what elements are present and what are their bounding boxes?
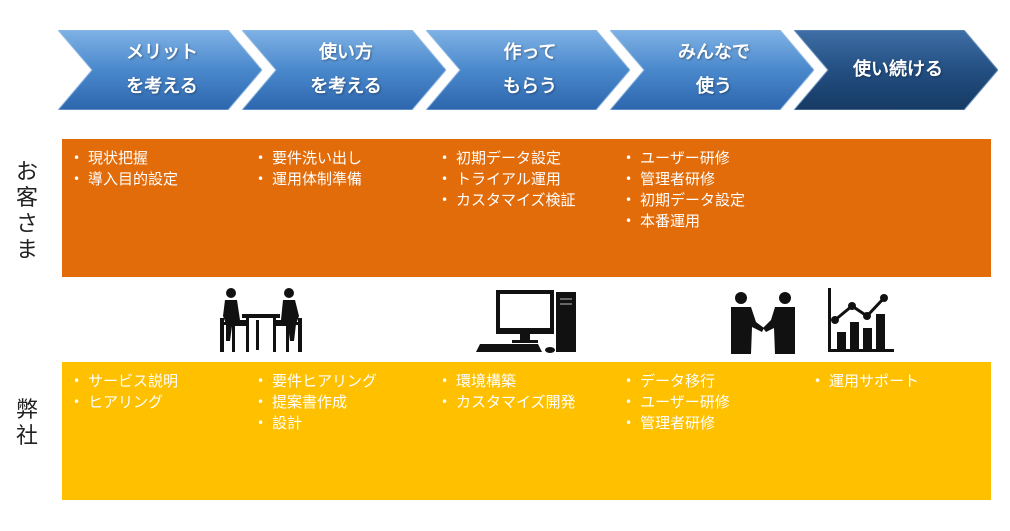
company-column-5: 運用サポート (809, 371, 989, 392)
list-item: ユーザー研修 (620, 392, 800, 413)
list-item: 設計 (252, 413, 432, 434)
step-label: 使い続ける (828, 30, 968, 110)
step-label-line1: 使い続ける (853, 59, 943, 80)
company-column-1: サービス説明 ヒアリング (68, 371, 248, 413)
customer-column-1: 現状把握 導入目的設定 (68, 148, 248, 190)
list-item: 運用サポート (809, 371, 989, 392)
list-item: 導入目的設定 (68, 169, 248, 190)
list-item: サービス説明 (68, 371, 248, 392)
list-item: トライアル運用 (436, 169, 616, 190)
meeting-icon (220, 288, 302, 352)
chevron-shape (794, 30, 998, 110)
list-item: 現状把握 (68, 148, 248, 169)
list-item: カスタマイズ開発 (436, 392, 616, 413)
customer-label-char: さ (15, 212, 38, 237)
customer-column-4: ユーザー研修 管理者研修 初期データ設定 本番運用 (620, 148, 800, 232)
growth-chart-icon (828, 288, 894, 352)
customer-label-char: お (15, 160, 38, 185)
list-item: データ移行 (620, 371, 800, 392)
step-label-line2: 使う (696, 76, 732, 97)
chevron-shape (242, 30, 446, 110)
company-label-char: 弊 (15, 398, 38, 423)
list-item: ユーザー研修 (620, 148, 800, 169)
customer-label: お 客 さ ま (10, 160, 44, 264)
list-item: カスタマイズ検証 (436, 190, 616, 211)
step-chevron-3: 作って もらう (426, 30, 630, 110)
company-column-4: データ移行 ユーザー研修 管理者研修 (620, 371, 800, 434)
list-item: 環境構築 (436, 371, 616, 392)
step-chevron-4: みんなで 使う (610, 30, 814, 110)
list-item: 要件ヒアリング (252, 371, 432, 392)
customer-band: 現状把握 導入目的設定 要件洗い出し 運用体制準備 初期データ設定 トライアル運… (62, 139, 991, 277)
list-item: 初期データ設定 (436, 148, 616, 169)
chevron-shape (58, 30, 262, 110)
step-chevron-5: 使い続ける (794, 30, 998, 110)
step-label-line1: 使い方 (319, 42, 373, 63)
step-label-line2: もらう (503, 76, 557, 97)
step-label-line2: を考える (126, 76, 198, 97)
customer-column-3: 初期データ設定 トライアル運用 カスタマイズ検証 (436, 148, 616, 211)
list-item: 要件洗い出し (252, 148, 432, 169)
step-chevron-1: メリット を考える (58, 30, 262, 110)
step-label: メリット を考える (92, 30, 232, 110)
step-chevron-2: 使い方 を考える (242, 30, 446, 110)
list-item: 管理者研修 (620, 413, 800, 434)
company-column-2: 要件ヒアリング 提案書作成 設計 (252, 371, 432, 434)
step-label-line1: 作って (503, 42, 557, 63)
company-column-3: 環境構築 カスタマイズ開発 (436, 371, 616, 413)
step-label-line1: メリット (126, 42, 198, 63)
chevron-shape (610, 30, 814, 110)
step-label: 使い方 を考える (276, 30, 416, 110)
list-item: 提案書作成 (252, 392, 432, 413)
handshake-icon (731, 292, 795, 354)
customer-label-char: ま (15, 238, 38, 263)
step-label: みんなで 使う (644, 30, 784, 110)
list-item: 運用体制準備 (252, 169, 432, 190)
list-item: 初期データ設定 (620, 190, 800, 211)
step-label: 作って もらう (460, 30, 600, 110)
list-item: ヒアリング (68, 392, 248, 413)
company-band: サービス説明 ヒアリング 要件ヒアリング 提案書作成 設計 環境構築 カスタマイ… (62, 362, 991, 500)
list-item: 管理者研修 (620, 169, 800, 190)
customer-label-char: 客 (15, 186, 38, 211)
chevron-shape (426, 30, 630, 110)
step-label-line2: を考える (310, 76, 382, 97)
computer-icon (476, 290, 576, 353)
company-label-char: 社 (15, 424, 38, 449)
list-item: 本番運用 (620, 211, 800, 232)
company-label: 弊 社 (10, 398, 44, 450)
customer-column-2: 要件洗い出し 運用体制準備 (252, 148, 432, 190)
step-label-line1: みんなで (678, 42, 750, 63)
